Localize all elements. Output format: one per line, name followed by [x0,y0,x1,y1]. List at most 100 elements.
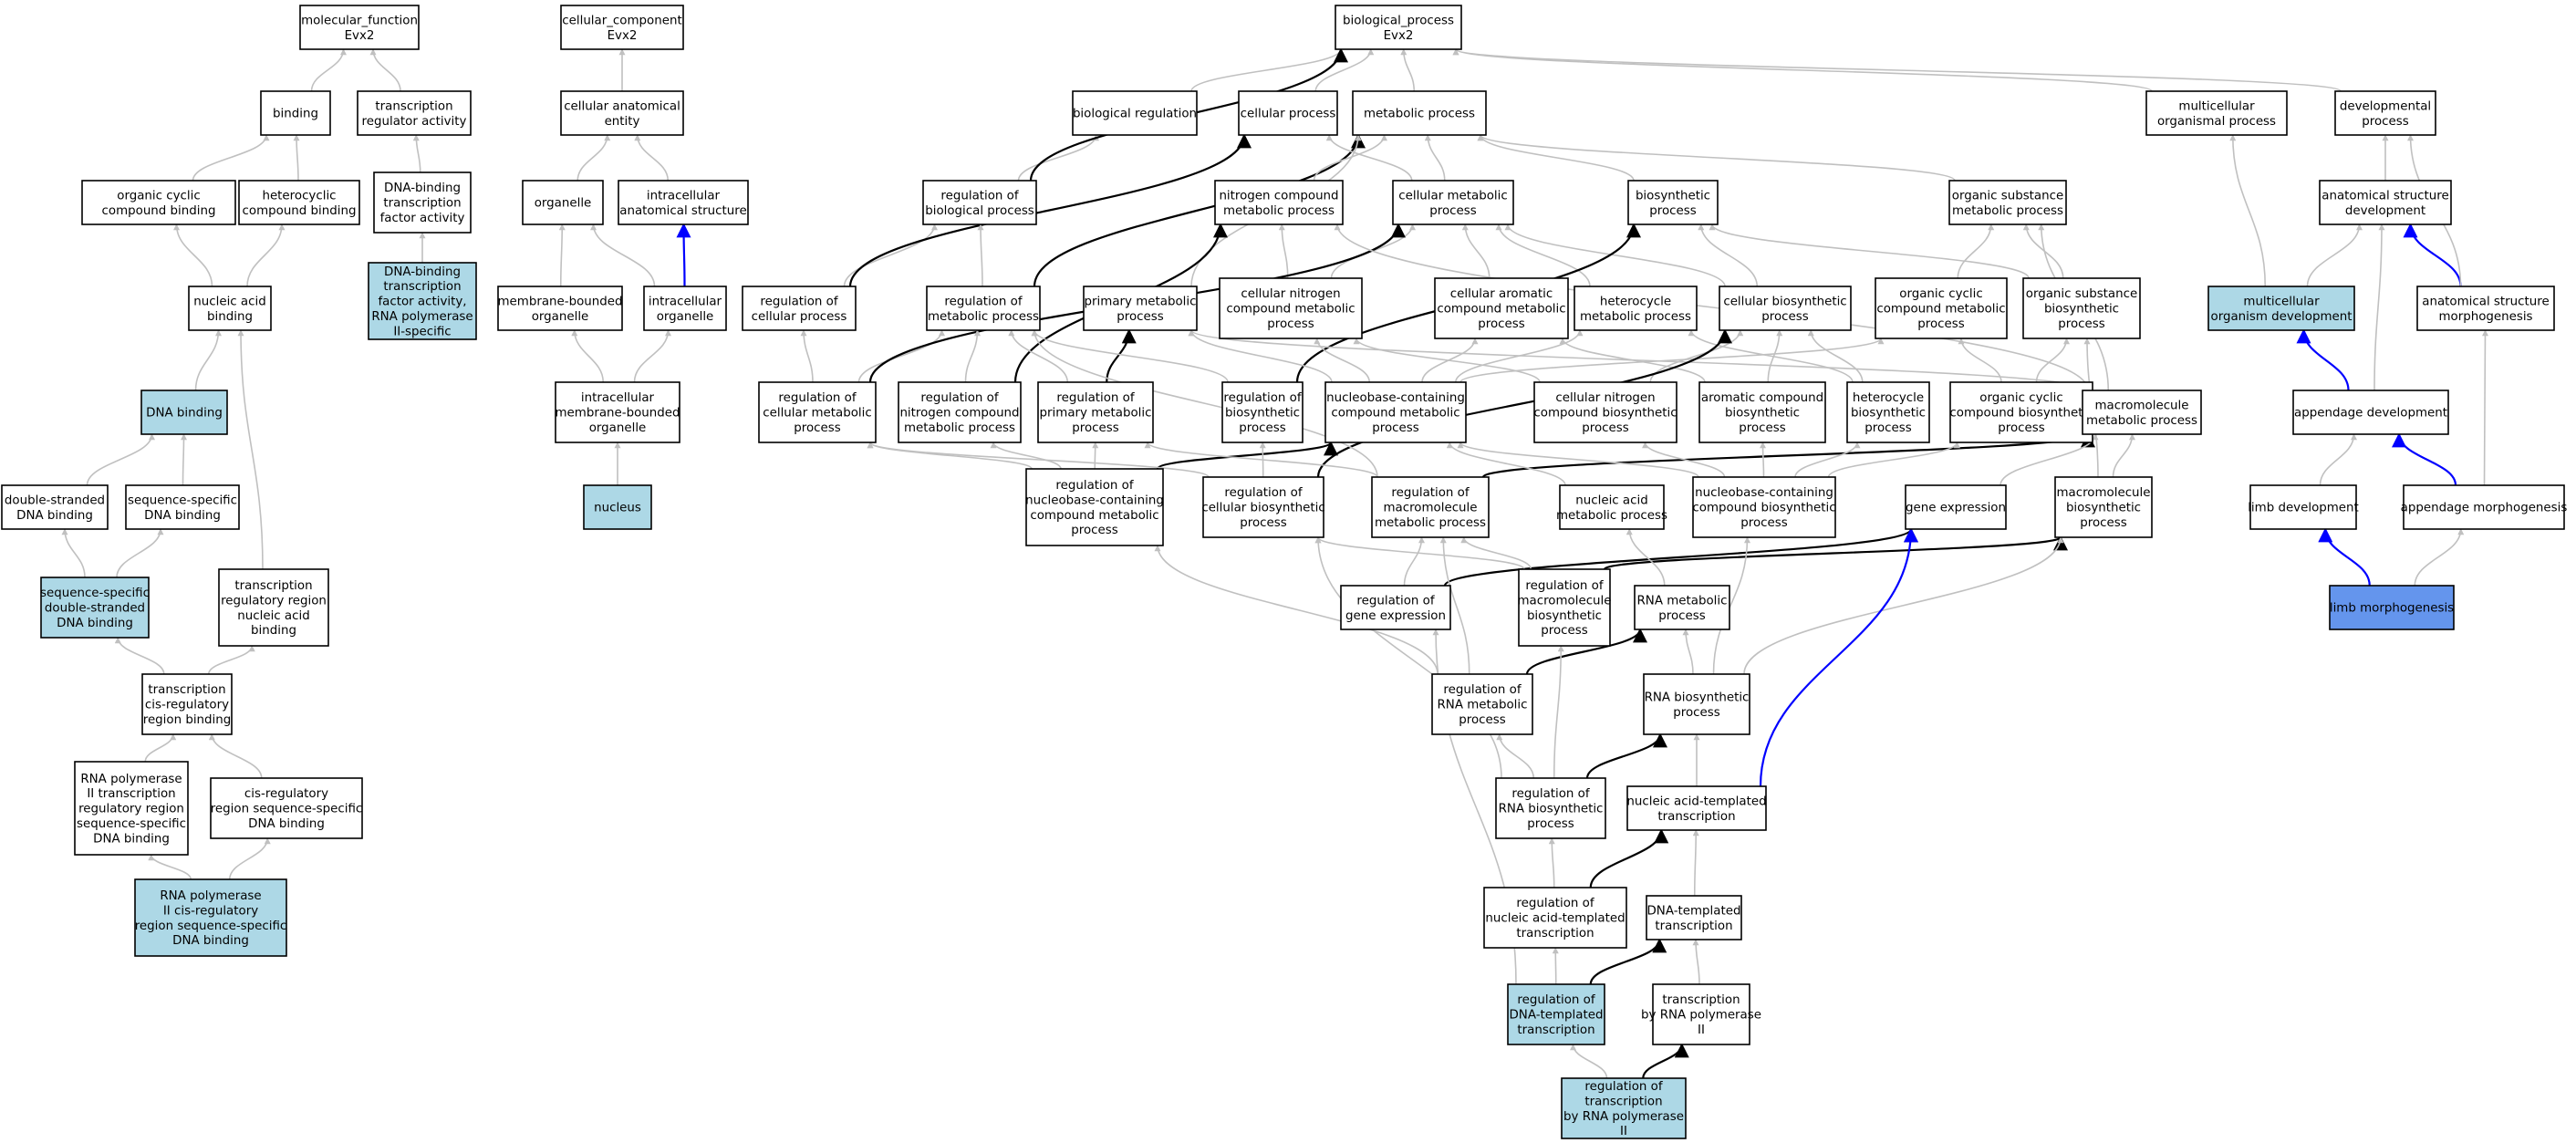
node-label-line: regulation of [1511,787,1589,801]
node-label-line: compound biosynthetic [1692,502,1835,515]
node-label-line: nucleic acid [193,295,265,308]
edge-rcp-to-rbp [843,223,938,287]
go-term-node-gexp[interactable]: gene expression [1905,484,2007,530]
go-term-node-binding[interactable]: binding [260,90,331,136]
go-term-node-breg[interactable]: biological regulation [1072,90,1198,136]
go-term-node-appdev[interactable]: appendage development [2292,390,2449,435]
node-box [1,484,109,530]
node-box [1643,673,1750,735]
edge-rtrnap2-to-trnap2 [1642,1043,1689,1079]
go-term-node-limbdev[interactable]: limb development [2248,484,2359,530]
node-label-line: process [1459,713,1505,727]
go-term-node-mproc[interactable]: metabolic process [1352,90,1487,136]
go-term-node-cproc[interactable]: cellular process [1238,90,1338,136]
go-term-node-organelle[interactable]: organelle [522,180,604,225]
node-label-line: organic cyclic [1899,287,1982,301]
go-term-node-dnab[interactable]: DNA binding [140,390,228,435]
node-label-line: anatomical structure [2322,189,2448,203]
go-term-node-limbmorph[interactable]: limb morphogenesis [2329,585,2455,630]
go-term-node-rmbp[interactable]: regulation ofmacromoleculebiosyntheticpr… [1517,568,1612,647]
node-label-line: DNA binding [16,509,93,523]
node-label-line: transcription [383,280,461,294]
go-term-node-rnbccmp[interactable]: regulation ofnucleobase-containingcompou… [1025,468,1164,546]
node-label-line: membrane-bounded [498,295,623,308]
node-label-line: process [1527,817,1574,831]
node-label-line: process [1649,204,1696,218]
go-term-node-nucleus[interactable]: nucleus [583,484,652,530]
node-box [1037,381,1154,443]
node-label-line: cis-regulatory [244,787,328,801]
edge-dbtfa-to-tra [412,134,421,173]
go-term-node-appmorph[interactable]: appendage morphogenesis [2401,484,2568,530]
node-label-line: compound metabolic [1030,509,1158,523]
